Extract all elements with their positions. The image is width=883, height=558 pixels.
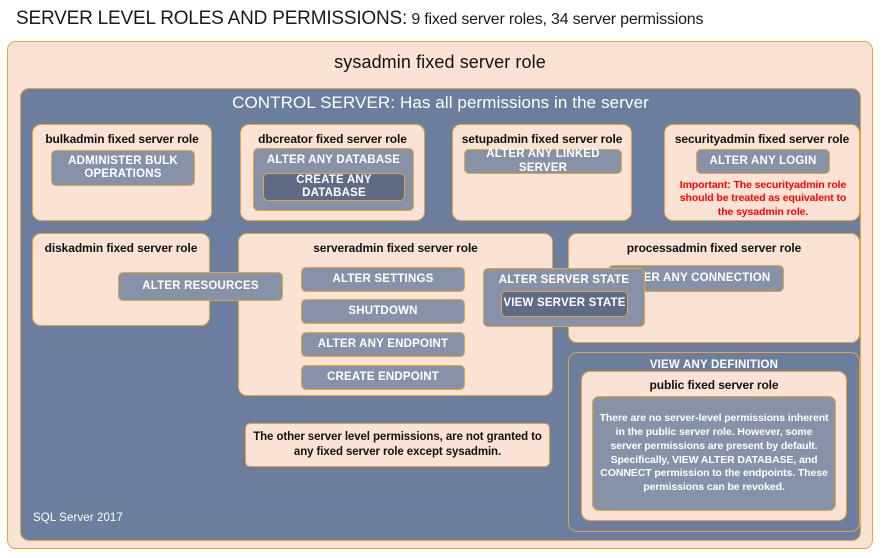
other-permissions-note: The other server level permissions, are … bbox=[245, 423, 550, 467]
permission-view-server-state: VIEW SERVER STATE bbox=[501, 291, 628, 317]
role-box-dbcreator: dbcreator fixed server role ALTER ANY DA… bbox=[240, 124, 425, 221]
role-title-setupadmin: setupadmin fixed server role bbox=[461, 132, 623, 146]
permission-view-any-definition-label: VIEW ANY DEFINITION bbox=[649, 359, 779, 371]
page-title-subtitle: 9 fixed server roles, 34 server permissi… bbox=[407, 11, 704, 28]
permission-create-endpoint: CREATE ENDPOINT bbox=[301, 365, 465, 390]
permission-alter-settings: ALTER SETTINGS bbox=[301, 267, 465, 292]
role-box-setupadmin: setupadmin fixed server role ALTER ANY L… bbox=[452, 124, 632, 221]
role-title-diskadmin: diskadmin fixed server role bbox=[44, 241, 198, 255]
page-title: SERVER LEVEL ROLES AND PERMISSIONS: 9 fi… bbox=[16, 8, 876, 34]
permission-alter-server-state-label: ALTER SERVER STATE bbox=[498, 274, 630, 286]
permission-alter-any-linked-server: ALTER ANY LINKED SERVER bbox=[464, 148, 622, 174]
role-title-serveradmin: serveradmin fixed server role bbox=[313, 241, 478, 255]
role-box-securityadmin: securityadmin fixed server role ALTER AN… bbox=[664, 124, 860, 221]
permission-alter-resources: ALTER RESOURCES bbox=[118, 272, 283, 301]
permission-alter-any-endpoint: ALTER ANY ENDPOINT bbox=[301, 332, 465, 357]
sql-version-label: SQL Server 2017 bbox=[33, 512, 123, 524]
control-server-label: CONTROL SERVER: Has all permissions in t… bbox=[232, 93, 649, 112]
permission-create-any-database: CREATE ANY DATABASE bbox=[263, 173, 405, 201]
role-title-bulkadmin: bulkadmin fixed server role bbox=[45, 132, 199, 146]
permission-alter-any-login: ALTER ANY LOGIN bbox=[696, 149, 830, 174]
role-title-dbcreator: dbcreator fixed server role bbox=[258, 132, 407, 146]
permission-shutdown: SHUTDOWN bbox=[301, 299, 465, 324]
permission-administer-bulk-operations: ADMINISTER BULK OPERATIONS bbox=[51, 150, 195, 186]
role-title-securityadmin: securityadmin fixed server role bbox=[674, 132, 850, 146]
role-box-bulkadmin: bulkadmin fixed server role ADMINISTER B… bbox=[32, 124, 212, 221]
page-title-main: SERVER LEVEL ROLES AND PERMISSIONS: bbox=[16, 8, 408, 29]
role-title-public: public fixed server role bbox=[649, 378, 779, 392]
role-title-processadmin: processadmin fixed server role bbox=[626, 241, 802, 255]
public-role-note: There are no server-level permissions in… bbox=[592, 396, 836, 511]
permission-alter-any-database-label: ALTER ANY DATABASE bbox=[266, 154, 401, 166]
sysadmin-role-label: sysadmin fixed server role bbox=[334, 52, 546, 72]
securityadmin-warning-note: Important: The securityadmin role should… bbox=[679, 179, 847, 218]
